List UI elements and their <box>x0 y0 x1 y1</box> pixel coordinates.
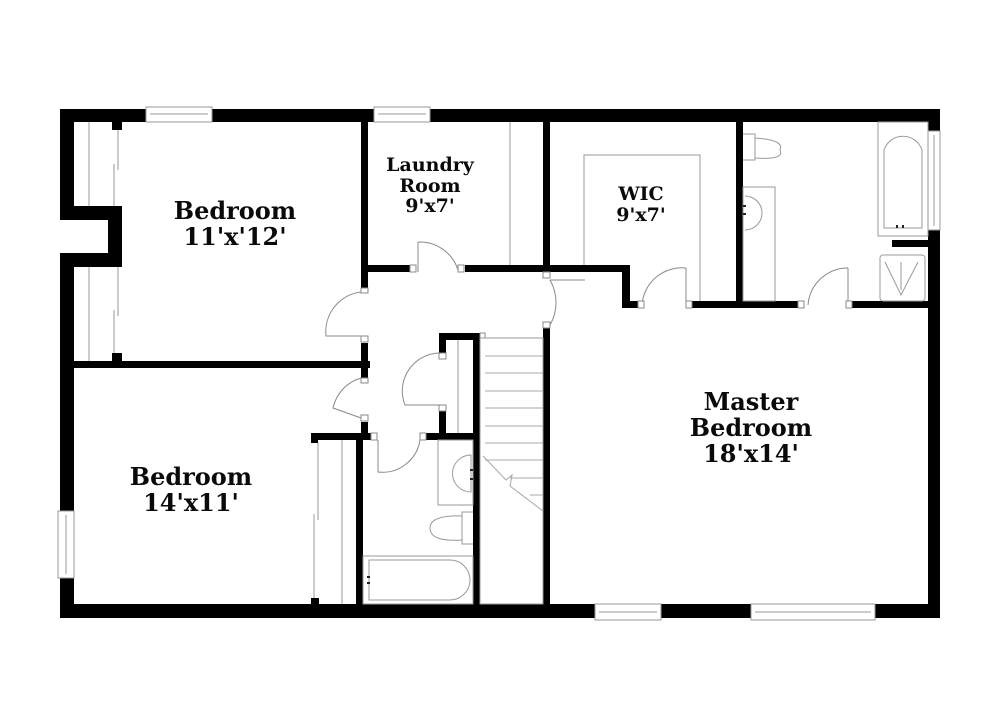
room-dimensions: 14'x11' <box>143 487 239 517</box>
room-name-line1: Laundry <box>386 154 474 176</box>
doors <box>325 241 849 473</box>
room-name: Bedroom <box>173 196 297 225</box>
room-label-laundry: Laundry Room 9'x7' <box>386 155 474 217</box>
room-dimensions: 9'x7' <box>616 203 666 226</box>
room-dimensions: 11'x'12' <box>183 221 287 251</box>
fixtures <box>88 121 929 605</box>
room-dimensions: 18'x14' <box>703 438 799 468</box>
door-jambs <box>360 264 853 441</box>
faucet-marks <box>367 205 904 584</box>
room-dimensions: 9'x7' <box>405 195 455 218</box>
room-name-line1: Master <box>703 387 799 416</box>
windows <box>57 106 941 621</box>
room-label-bedroom-2: Bedroom 14'x11' <box>130 464 252 516</box>
walls <box>60 109 940 618</box>
room-name: Bedroom <box>129 462 253 491</box>
room-name: WIC <box>618 183 664 205</box>
room-name-line2: Room <box>399 174 461 197</box>
room-label-wic: WIC 9'x7' <box>616 184 665 225</box>
room-label-bedroom-1: Bedroom 11'x'12' <box>174 198 296 250</box>
room-name-line2: Bedroom <box>689 412 813 442</box>
room-label-master-bedroom: Master Bedroom 18'x14' <box>690 389 812 467</box>
